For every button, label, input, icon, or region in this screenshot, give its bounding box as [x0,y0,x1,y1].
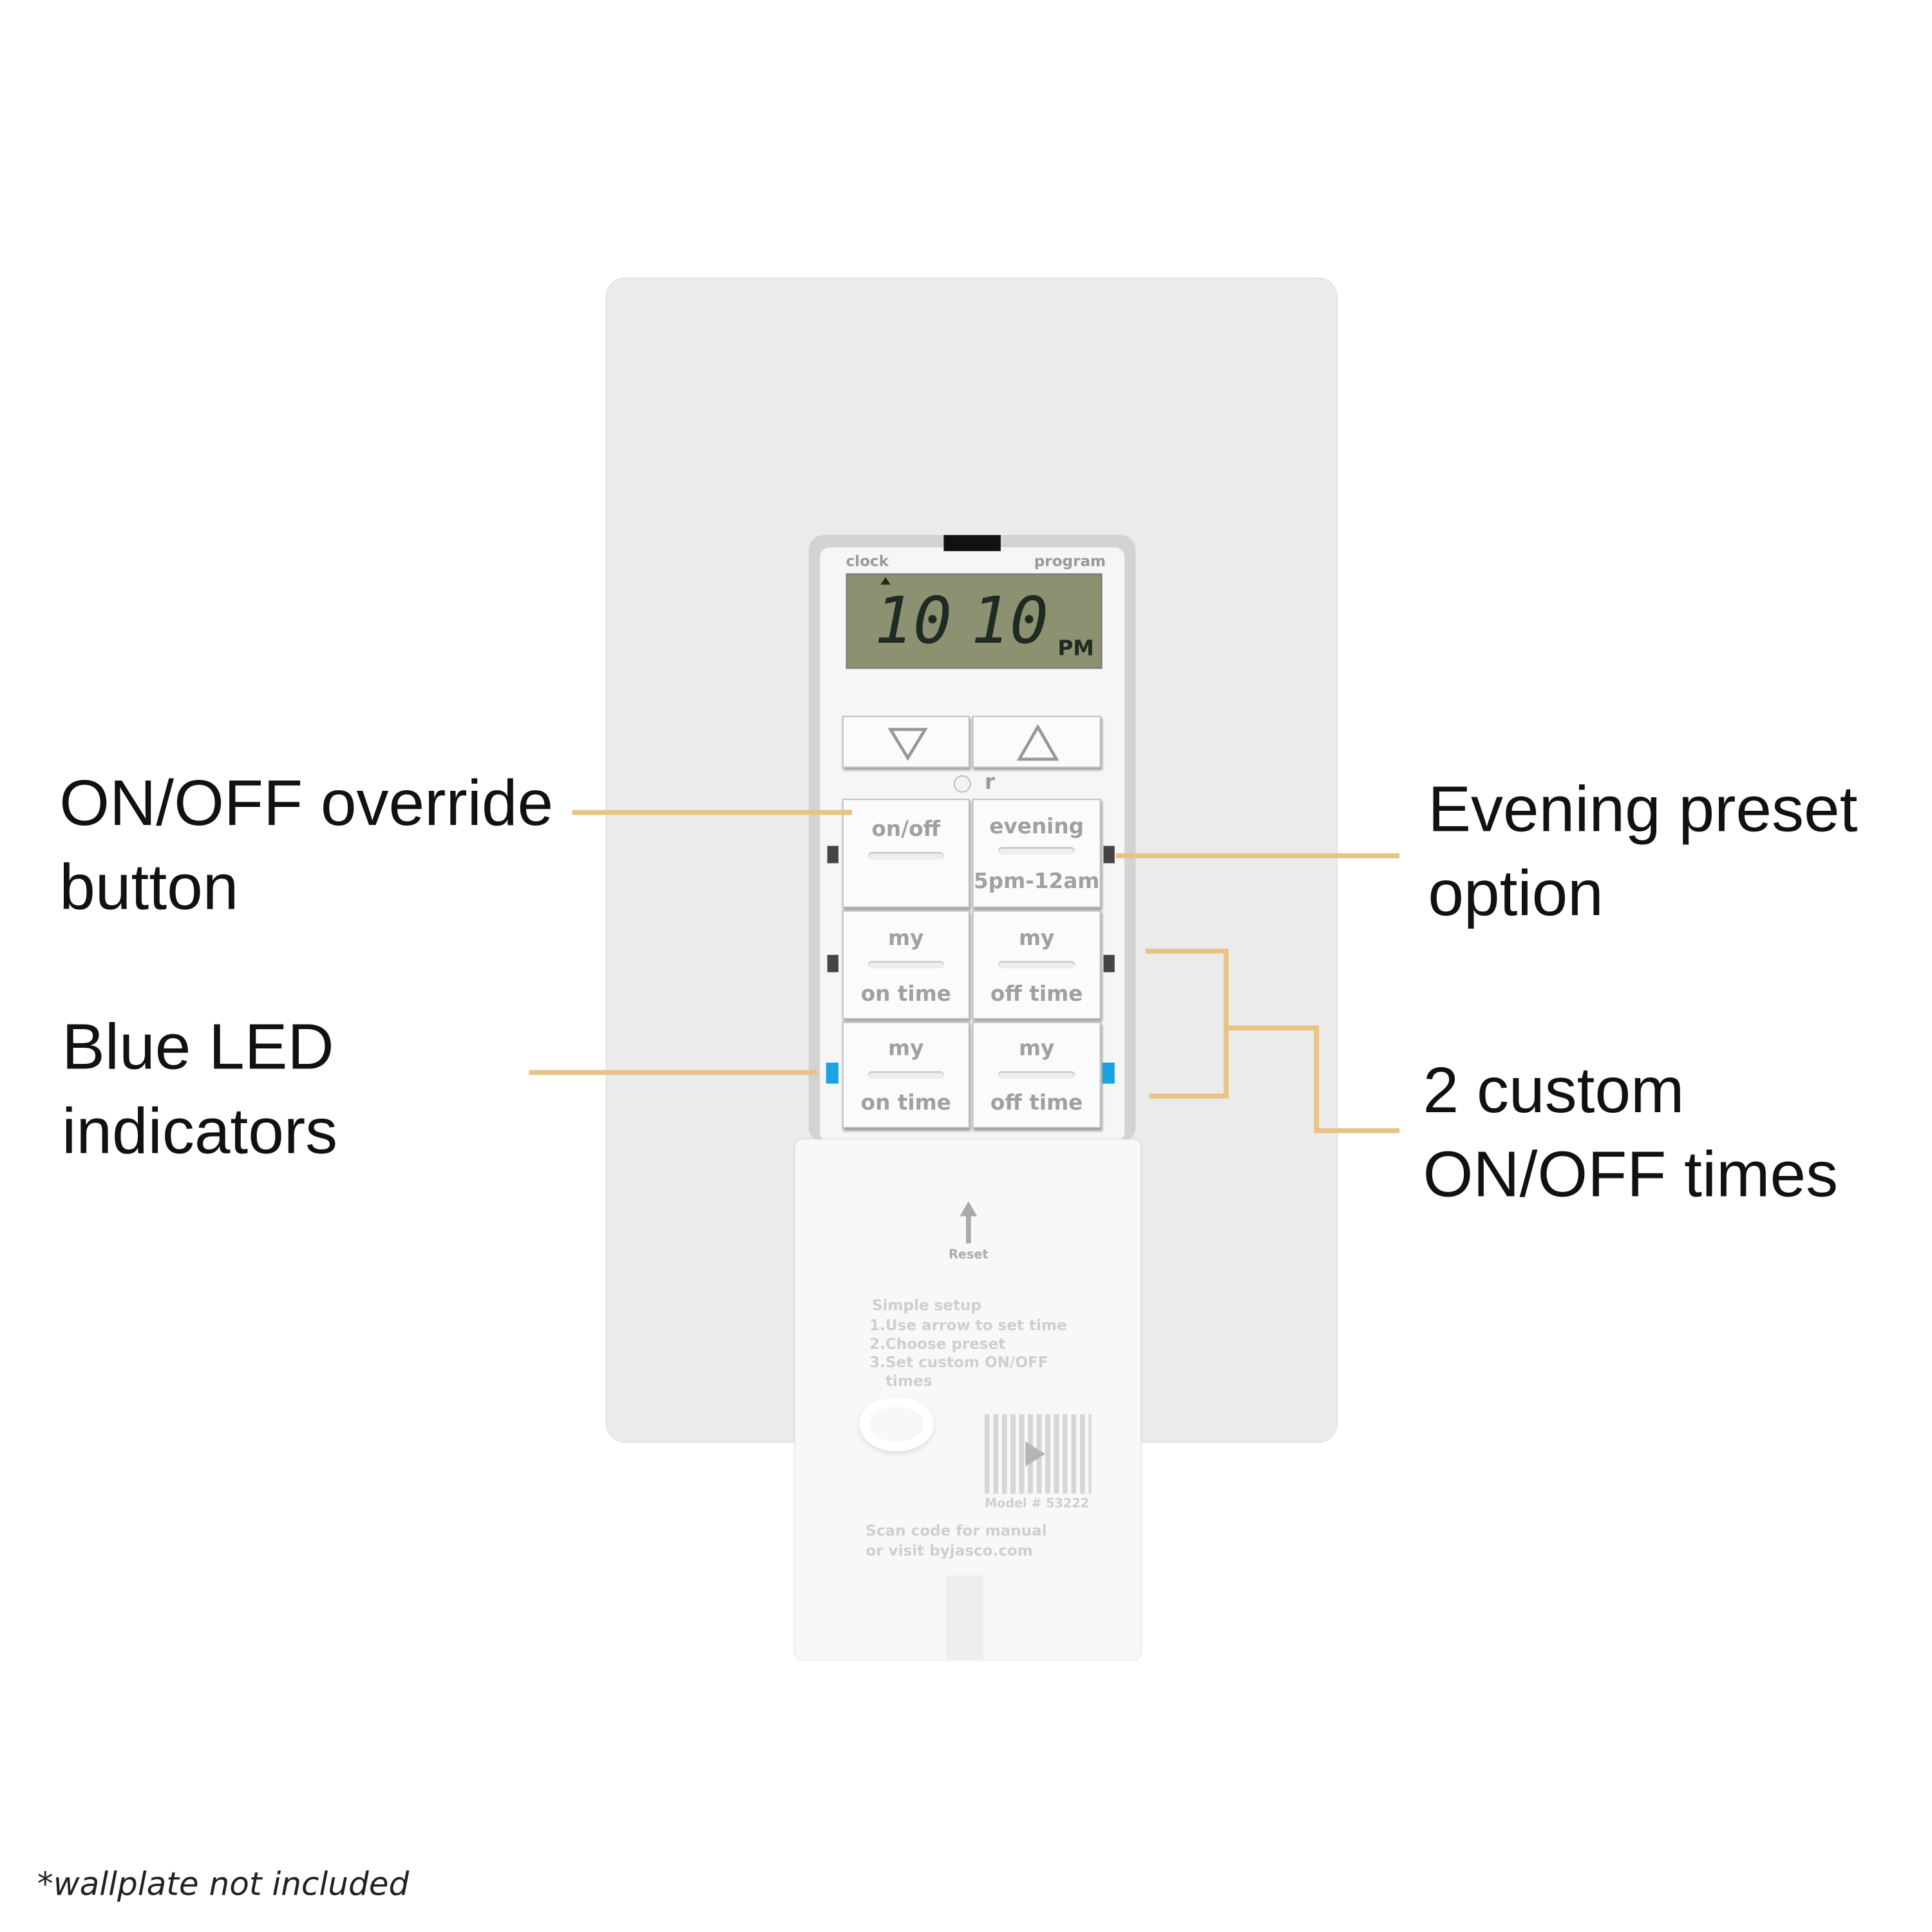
setup-step-1: 1.Use arrow to set time [869,1316,1067,1334]
blue-led-indicator [826,1063,838,1084]
led-slot [1103,954,1115,972]
evening-preset-button[interactable]: evening 5pm-12am [972,799,1101,908]
reset-label: Reset [949,1248,989,1262]
clock-label: clock [846,552,889,570]
custom-label-line1: 2 custom [1423,1055,1685,1128]
visit-text: or visit byjasco.com [866,1542,1033,1560]
my-off-time-button-1[interactable]: my off time [972,910,1101,1019]
button-label: my [1018,1036,1055,1062]
led-label-line1: Blue LED [62,1012,334,1084]
footnote: *wallplate not included [37,1866,410,1904]
indicator-triangle-icon [880,577,891,585]
scan-text: Scan code for manual [866,1522,1047,1540]
model-number: Model # 53222 [984,1497,1090,1511]
button-bar [868,961,944,969]
button-sublabel: on time [860,1091,951,1116]
setup-step-3: 3.Set custom ON/OFF [869,1353,1048,1371]
led-label-line2: indicators [62,1095,338,1168]
my-on-time-button-1[interactable]: my on time [842,910,970,1019]
on-off-button[interactable]: on/off [842,799,970,908]
my-on-time-button-2[interactable]: my on time [842,1021,970,1128]
button-label: on/off [871,817,941,842]
reset-hint: r [984,770,996,795]
override-label-line2: button [59,852,239,924]
lcd-display: 10 10 PM [846,573,1103,669]
my-off-time-button-2[interactable]: my off time [972,1021,1101,1128]
evening-leader-line [1115,853,1400,858]
button-sublabel: off time [990,982,1083,1007]
led-leader-line [529,1070,818,1075]
cover-latch [946,1575,983,1660]
button-label: my [888,1036,924,1062]
led-slot [827,846,838,864]
led-slot [827,954,838,972]
screw-cover [859,1397,934,1452]
qr-code-icon [984,1414,1092,1494]
top-tab [943,535,1001,551]
setup-title: Simple setup [871,1296,981,1314]
button-label: evening [989,815,1084,840]
custom-label-line2: ON/OFF times [1423,1139,1839,1211]
display-hours: 10 [874,584,952,659]
evening-label-line1: Evening preset [1428,773,1858,846]
button-bar [998,961,1075,969]
play-icon [1025,1441,1046,1466]
setup-step-2: 2.Choose preset [869,1335,1006,1353]
arrow-up-icon [960,1201,978,1244]
display-minutes: 10 [971,584,1049,659]
button-bar [998,847,1075,855]
custom-bracket-line [1145,949,1400,1133]
override-leader-line [572,810,853,815]
down-arrow-button[interactable] [842,715,970,768]
button-sublabel: off time [990,1091,1083,1116]
override-label-line1: ON/OFF override [59,768,554,840]
up-triangle-icon [1016,724,1059,761]
button-bar [868,1071,944,1079]
blue-led-indicator [1102,1063,1115,1084]
button-sublabel: on time [860,982,951,1007]
setup-step-3-cont: times [886,1372,933,1390]
hinged-cover[interactable]: Reset Simple setup 1.Use arrow to set ti… [795,1139,1141,1660]
button-bar [998,1071,1075,1079]
display-meridiem: PM [1057,636,1094,661]
button-label: my [888,926,924,951]
reset-hole[interactable] [953,775,971,793]
button-label: my [1018,926,1055,951]
button-sublabel: 5pm-12am [973,869,1100,895]
program-label: program [1034,552,1106,570]
up-arrow-button[interactable] [972,715,1101,768]
led-slot [1103,846,1115,864]
button-bar [868,852,944,860]
down-triangle-icon [887,728,928,761]
evening-label-line2: option [1428,858,1604,931]
